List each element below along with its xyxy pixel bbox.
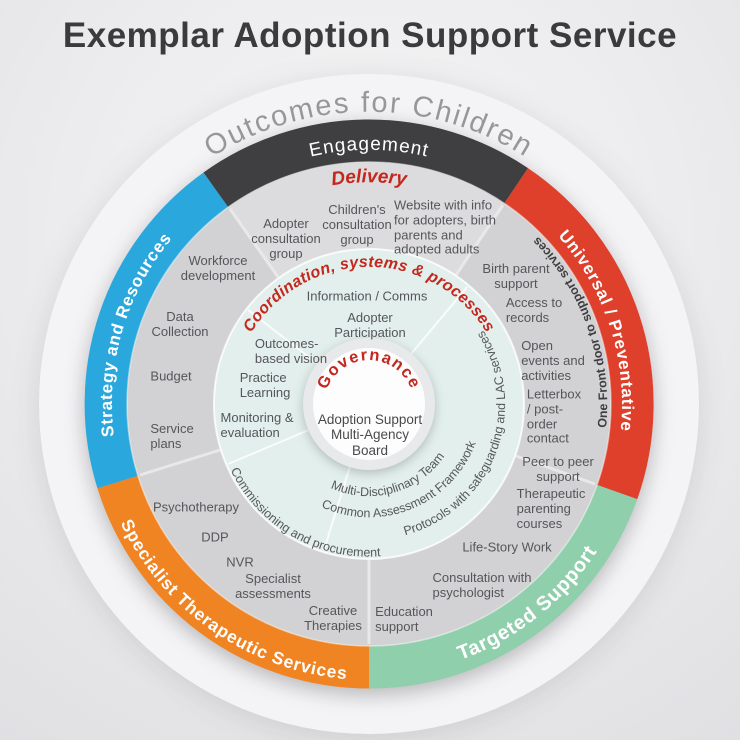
item-childrens-consultation-group: Children's consultation group xyxy=(322,201,392,247)
centre-board-label: Adoption Support Multi-Agency Board xyxy=(317,411,423,458)
item-creative-therapies: Creative Therapies xyxy=(304,603,362,633)
item-data-collection: Data Collection xyxy=(151,309,209,339)
item-birth-parent-support: Birth parent support xyxy=(482,261,550,291)
item-practice-learning: Practice Learning xyxy=(239,370,291,400)
segment-specialist-therapeutic xyxy=(97,475,370,689)
item-psychotherapy: Psychotherapy xyxy=(153,499,239,515)
item-education-support: Education support xyxy=(375,604,433,634)
item-budget: Budget xyxy=(150,368,192,384)
ring-divider xyxy=(247,309,324,369)
item-therapeutic-parenting-courses: Therapeutic parenting courses xyxy=(516,485,586,531)
delivery-label: Delivery xyxy=(330,166,410,190)
ring-divider xyxy=(515,454,596,486)
coordination-ring-dividers xyxy=(227,286,468,551)
page-title: Exemplar Adoption Support Service xyxy=(62,16,678,55)
ring-divider xyxy=(227,426,317,465)
item-ddp: DDP xyxy=(201,529,229,545)
delivery-wedge xyxy=(228,161,504,278)
item-outcomes-based-vision: Outcomes- based vision xyxy=(254,336,328,366)
item-website-info: Website with info for adopters, birth pa… xyxy=(394,197,496,257)
ring-divider xyxy=(139,448,221,477)
item-open-events-activities: Open events and activities xyxy=(521,337,585,383)
ring-divider xyxy=(228,208,280,278)
item-specialist-assessments: Specialist assessments xyxy=(235,571,311,601)
ring-divider xyxy=(454,204,505,276)
item-adopter-consultation-group: Adopter consultation group xyxy=(251,215,321,261)
item-access-to-records: Access to records xyxy=(505,295,563,325)
item-letterbox-contact: Letterbox / post- order contact xyxy=(526,386,582,446)
ring-divider xyxy=(323,459,353,551)
item-consultation-psychologist: Consultation with psychologist xyxy=(432,570,532,600)
item-life-story-work: Life-Story Work xyxy=(462,539,552,555)
item-adopter-participation: Adopter Participation xyxy=(334,310,406,340)
items-ring-dividers xyxy=(139,204,596,644)
segment-band xyxy=(84,119,654,689)
centre-circle xyxy=(313,348,425,460)
item-nvr: NVR xyxy=(226,554,254,570)
segment-strategy-resources xyxy=(84,172,229,489)
item-service-plans: Service plans xyxy=(150,421,194,451)
item-monitoring-evaluation: Monitoring & evaluation xyxy=(220,410,294,440)
segment-universal-preventative xyxy=(503,168,654,500)
item-peer-to-peer-support: Peer to peer support xyxy=(522,454,594,484)
segment-targeted-support xyxy=(368,484,638,689)
item-information-comms: Information / Comms xyxy=(306,288,428,304)
item-workforce-development: Workforce development xyxy=(180,253,256,283)
ring-divider xyxy=(405,286,468,361)
segment-engagement xyxy=(203,119,529,208)
